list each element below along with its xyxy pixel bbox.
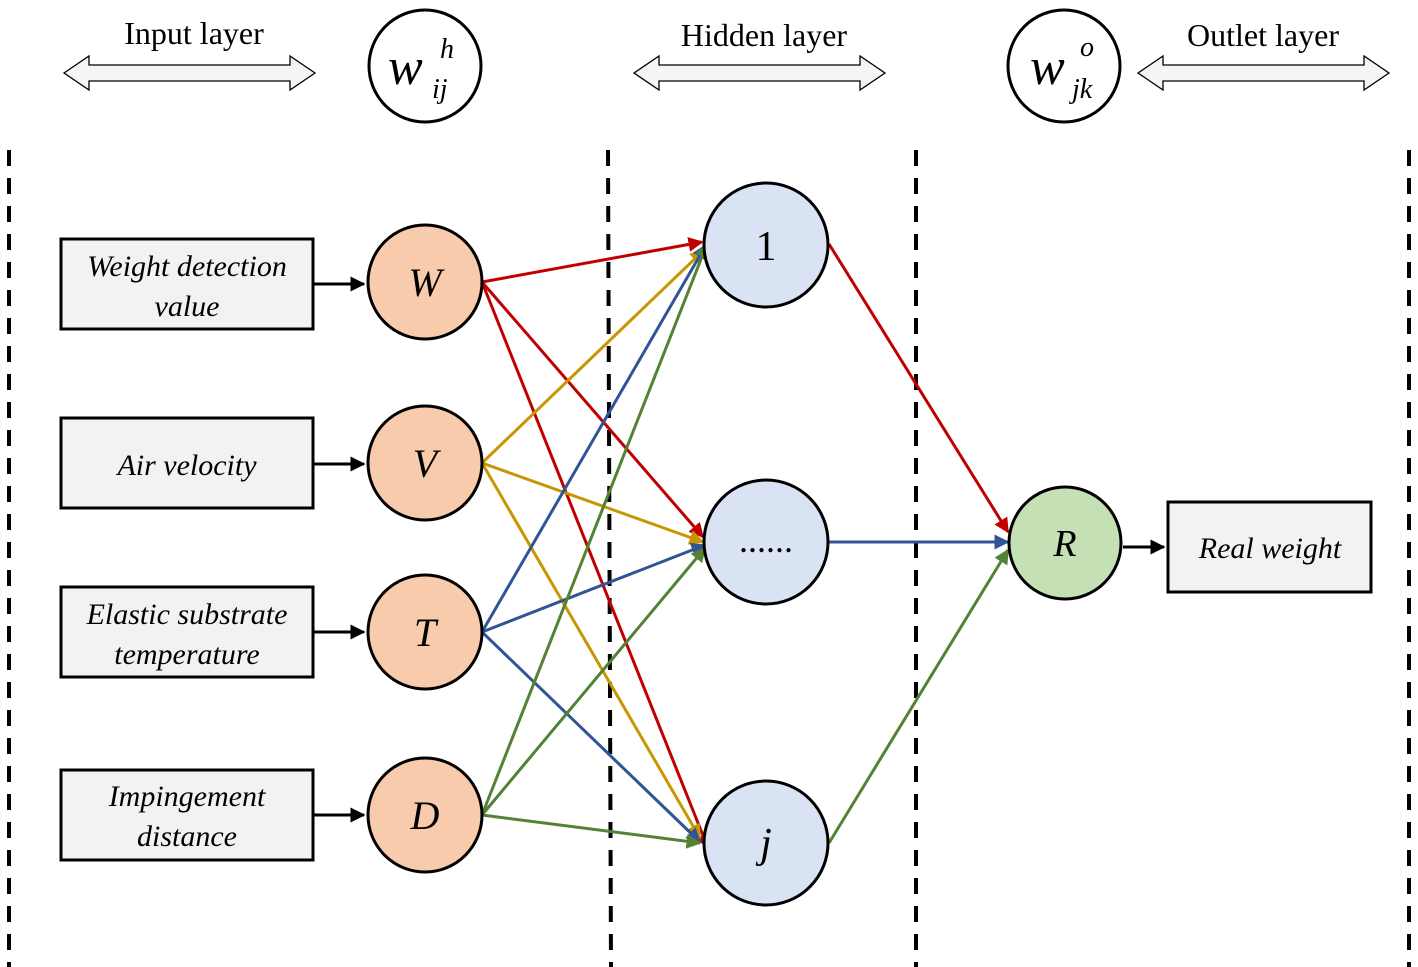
input-node-label: D	[410, 793, 440, 838]
weight-ho-sup: o	[1080, 32, 1094, 63]
input-node-D: D	[366, 756, 484, 874]
weight-ho-sub: jk	[1069, 74, 1093, 105]
edge-W-h3	[480, 281, 710, 850]
edge-h3-R	[827, 548, 1010, 844]
output-box-real-weight: Real weight	[1166, 500, 1373, 594]
edge-h1-R	[827, 243, 1010, 534]
edge-T-h2	[481, 542, 707, 634]
weight-input-hidden: w h ij	[367, 8, 483, 124]
edge-V-h1	[480, 248, 706, 465]
double-arrow-icon	[1136, 54, 1391, 92]
input-node-W: W	[366, 223, 484, 341]
weight-ih-sub: ij	[432, 74, 448, 105]
input-box-temperature: Elastic substrate temperature	[59, 585, 315, 679]
hidden-node-ellipsis: ......	[702, 478, 830, 606]
input-box-line1: Weight detection	[87, 250, 287, 283]
weight-ih-sup: h	[440, 34, 454, 65]
edge-V-h2	[481, 461, 705, 545]
output-node-label: R	[1052, 523, 1076, 565]
input-box-line2: temperature	[114, 638, 260, 671]
input-node-label: T	[414, 610, 439, 655]
hidden-output-edges	[827, 243, 1010, 844]
edge-T-h3	[480, 630, 702, 844]
edge-W-h1	[481, 237, 704, 284]
edge-D-h2	[480, 546, 707, 816]
input-box-line1: Elastic substrate	[86, 598, 288, 631]
outlet-layer-title: Outlet layer	[1187, 17, 1339, 53]
edge-D-h1	[480, 242, 710, 816]
hidden-node-label: 1	[756, 224, 777, 270]
input-node-label: W	[408, 260, 445, 305]
hidden-node-label: j	[755, 821, 772, 867]
input-node-T: T	[366, 573, 484, 691]
edge-W-h2	[480, 281, 705, 539]
hidden-layer-title: Hidden layer	[681, 17, 848, 53]
input-box-distance: Impingement distance	[59, 768, 315, 862]
weight-hidden-output: w o jk	[1006, 8, 1122, 124]
weight-ho-base: w	[1030, 39, 1065, 96]
edge-V-h3	[480, 462, 702, 840]
hidden-node-j: j	[702, 779, 830, 907]
input-box-weight: Weight detection value	[59, 237, 315, 331]
input-hidden-edges	[480, 237, 710, 850]
hidden-node-1: 1	[702, 181, 830, 309]
separator-input-hidden	[606, 149, 613, 967]
input-node-V: V	[366, 404, 484, 522]
double-arrow-icon	[62, 54, 317, 92]
output-box-label: Real weight	[1198, 532, 1342, 565]
input-box-line2: value	[155, 290, 220, 323]
input-box-line2: distance	[137, 820, 237, 853]
hidden-node-label: ......	[739, 520, 793, 560]
edge-D-h3	[481, 813, 702, 849]
weight-ih-base: w	[388, 39, 423, 96]
input-box-line1: Air velocity	[115, 449, 257, 482]
input-box-air-velocity: Air velocity	[59, 416, 315, 510]
edge-T-h1	[480, 243, 708, 633]
output-node-R: R	[1007, 485, 1123, 601]
input-node-label: V	[413, 441, 442, 486]
box-node-arrows	[313, 276, 1166, 823]
input-layer-title: Input layer	[124, 15, 264, 51]
input-box-line1: Impingement	[108, 780, 266, 813]
double-arrow-icon	[632, 54, 887, 92]
